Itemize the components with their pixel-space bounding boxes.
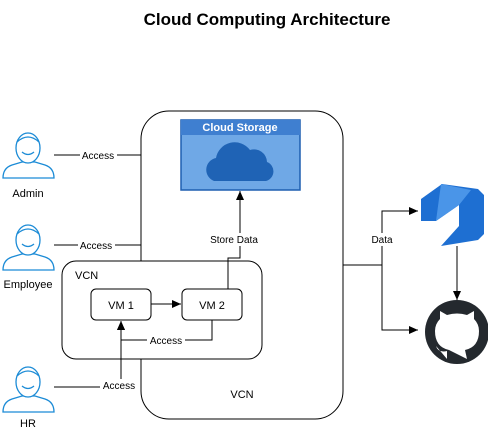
- edge-data-to-github: [381, 265, 418, 334]
- vm2-label: VM 2: [199, 300, 225, 312]
- diagram-title: Cloud Computing Architecture: [144, 10, 391, 29]
- github-icon: [425, 300, 488, 364]
- edge-vm2-storage: [227, 191, 244, 289]
- admin-access-label: Access: [82, 151, 114, 162]
- admin-label: Admin: [12, 188, 43, 200]
- store-data-label: Store Data: [210, 235, 258, 246]
- azure-devops-icon: [421, 184, 484, 246]
- cloud-storage-label: Cloud Storage: [202, 122, 277, 134]
- inner-vcn-label: VCN: [75, 270, 98, 282]
- admin-user-icon: [2, 132, 55, 179]
- data-edge-label: Data: [371, 235, 393, 246]
- employee-user-icon: [2, 224, 55, 271]
- hr-user-icon: [2, 366, 55, 413]
- employee-access-label: Access: [80, 241, 112, 252]
- cloud-region-label: VCN: [230, 389, 253, 401]
- cloud-icon: [206, 142, 274, 181]
- employee-label: Employee: [4, 279, 53, 291]
- hr-access-label: Access: [103, 381, 135, 392]
- hr-label: HR: [20, 418, 36, 430]
- vm1-label: VM 1: [108, 300, 134, 312]
- vm-loop-access-label: Access: [150, 336, 182, 347]
- cloud-storage: Cloud Storage: [180, 119, 301, 191]
